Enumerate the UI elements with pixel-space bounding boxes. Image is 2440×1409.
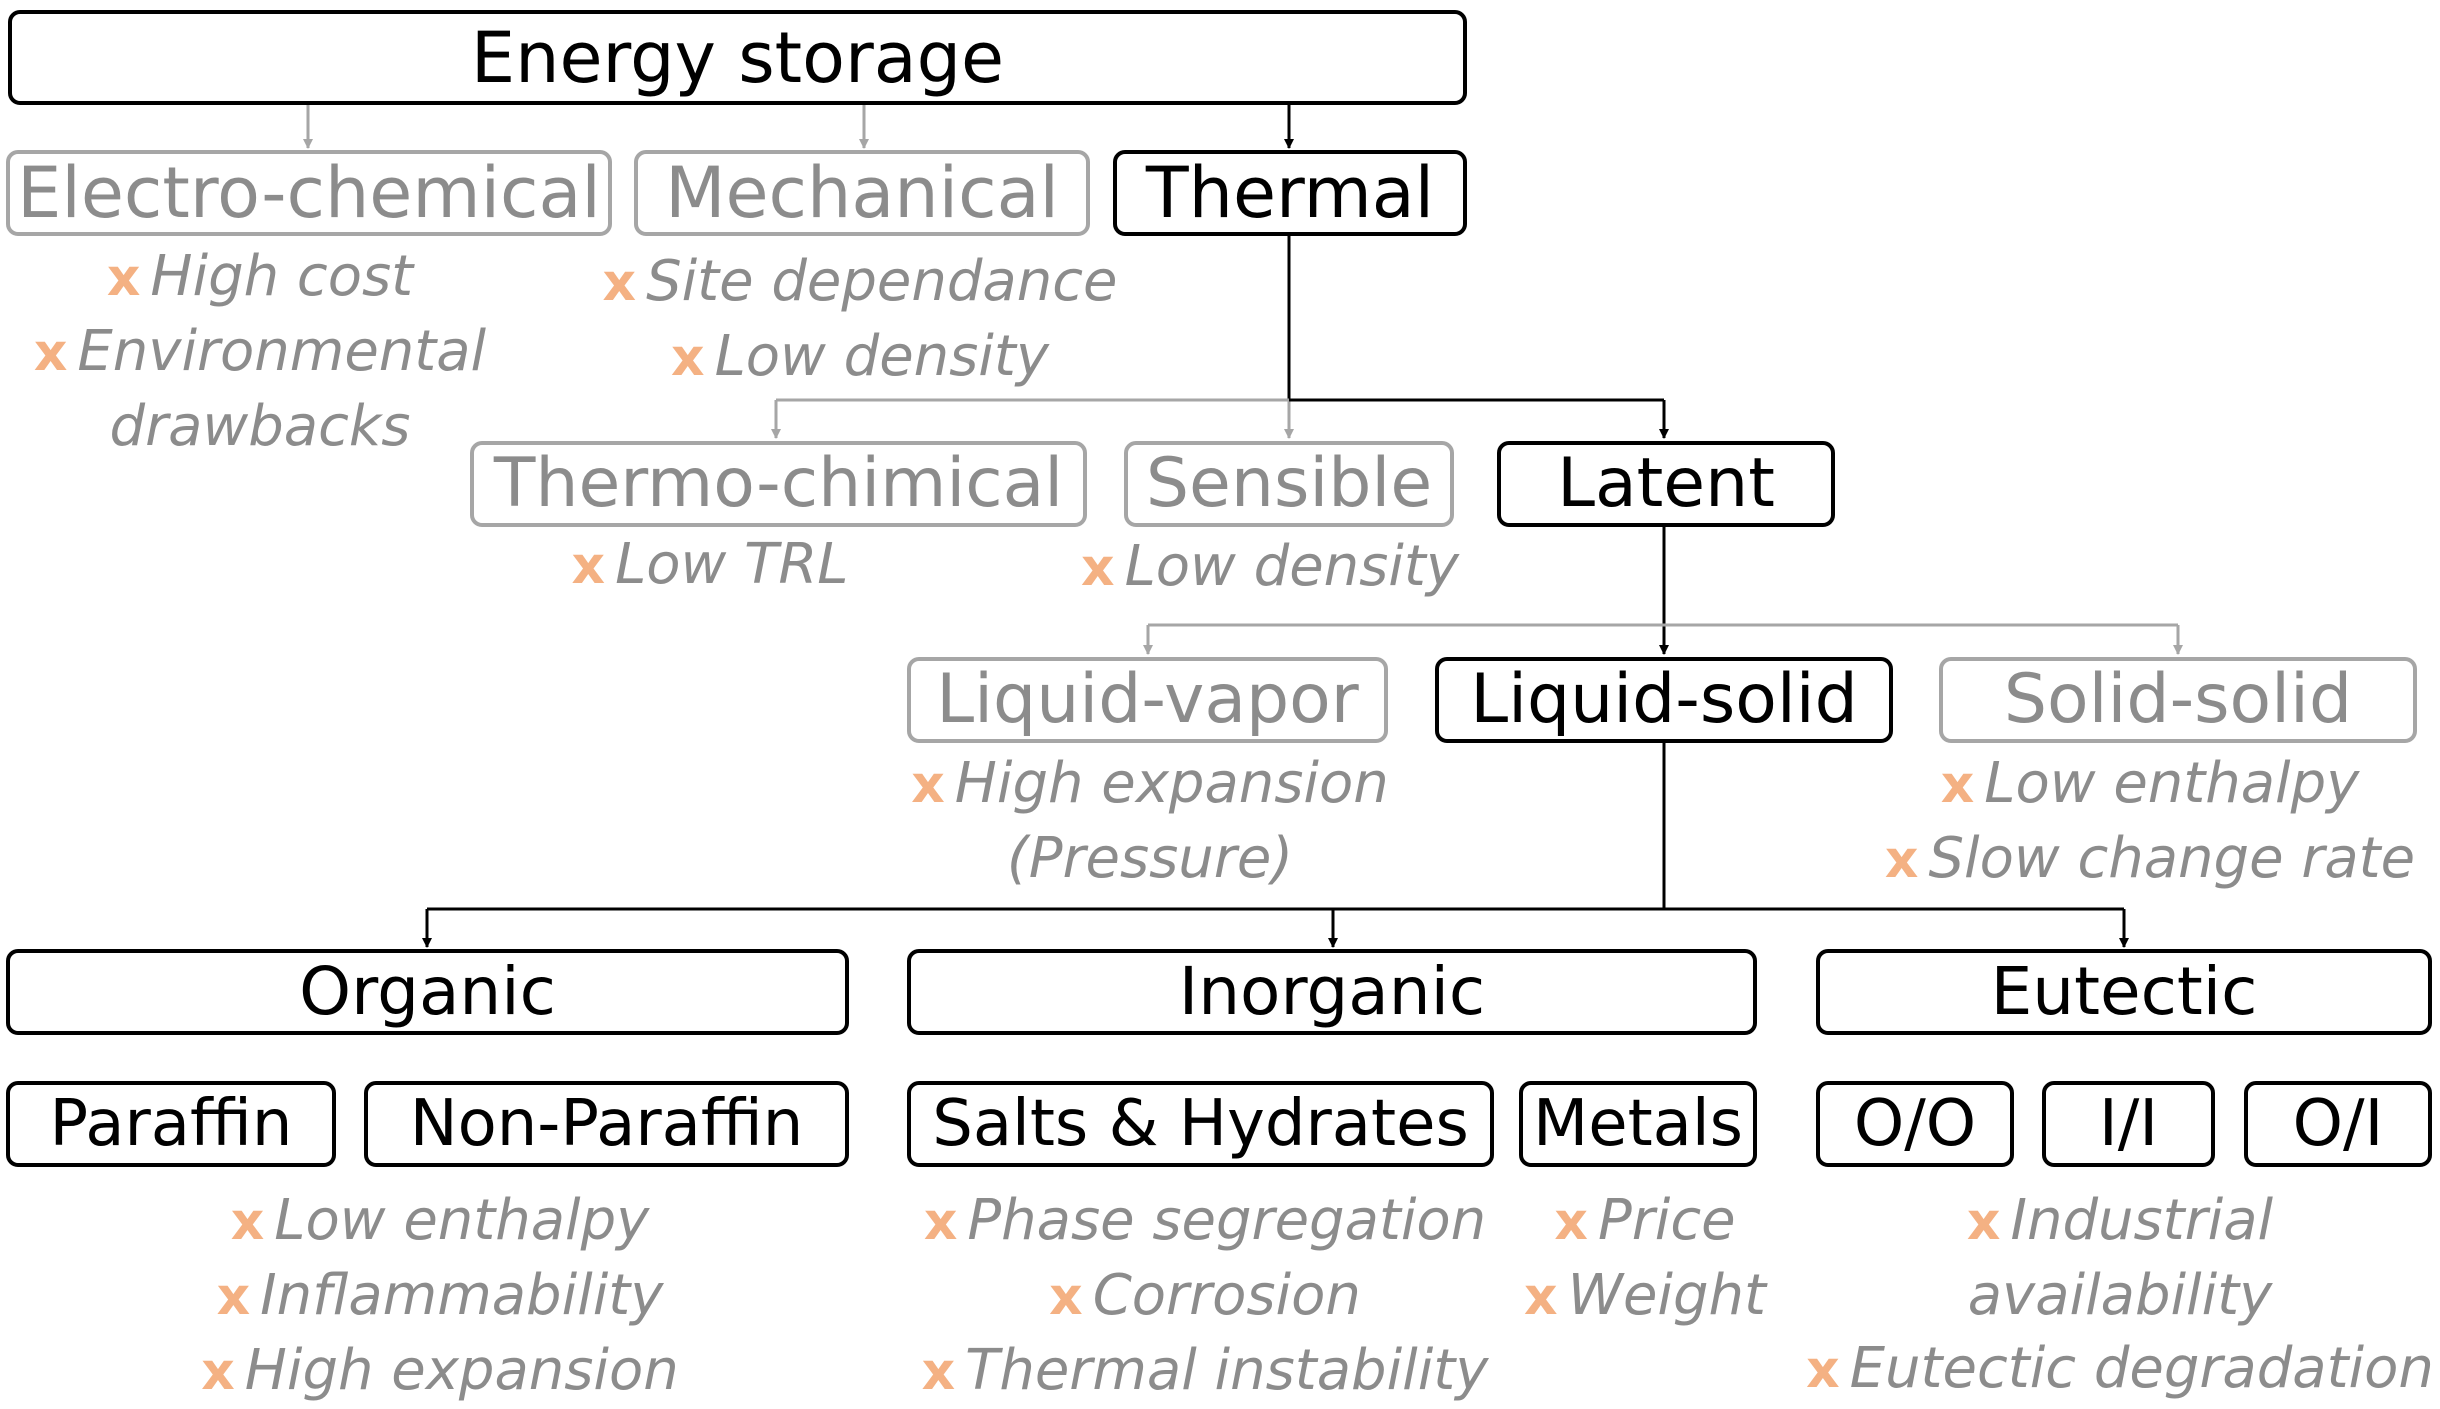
- drawback-text: Phase segregation: [967, 1188, 1487, 1253]
- node-paraffin: Paraffin: [6, 1081, 336, 1167]
- drawback-text: Low density: [714, 324, 1049, 389]
- node-salts-hydrates: Salts & Hydrates: [907, 1081, 1494, 1167]
- drawback-marker: x: [921, 1342, 956, 1402]
- node-sensible: Sensible: [1124, 441, 1454, 527]
- drawback-marker: x: [201, 1342, 235, 1402]
- drawback-text: Eutectic degradation: [1849, 1336, 2434, 1401]
- node-liquid-vapor: Liquid-vapor: [907, 657, 1388, 743]
- node-mechanical: Mechanical: [634, 150, 1090, 236]
- drawback-text: High expansion: [244, 1338, 679, 1403]
- drawback-marker: x: [1524, 1267, 1558, 1327]
- drawback-text: Weight: [1567, 1263, 1766, 1328]
- node-organic: Organic: [6, 949, 849, 1035]
- node-latent: Latent: [1497, 441, 1835, 527]
- drawback-marker: x: [923, 1192, 958, 1252]
- drawback-text: High cost: [150, 244, 414, 309]
- drawback-text-continued: drawbacks: [109, 394, 411, 459]
- drawback-marker: x: [571, 536, 606, 596]
- drawback-marker: x: [230, 1192, 265, 1252]
- drawback-text: Industrial: [2010, 1188, 2274, 1253]
- node-metals: Metals: [1519, 1081, 1757, 1167]
- drawback-marker: x: [1554, 1192, 1588, 1252]
- node-thermo-chimical: Thermo-chimical: [470, 441, 1087, 527]
- drawback-text: Site dependance: [646, 249, 1118, 314]
- node-energy-storage: Energy storage: [8, 10, 1467, 105]
- drawback-text: Inflammability: [260, 1263, 664, 1328]
- drawback-marker: x: [671, 328, 705, 388]
- drawback-text: High expansion: [954, 751, 1389, 816]
- node-non-paraffin: Non-Paraffin: [364, 1081, 849, 1167]
- drawback-text: Slow change rate: [1928, 826, 2416, 891]
- drawback-text-continued: availability: [1967, 1263, 2273, 1328]
- drawback-text: Low TRL: [615, 532, 849, 597]
- drawback-text: Low enthalpy: [1984, 751, 2360, 816]
- drawback-marker: x: [106, 248, 141, 308]
- node-i-i: I/I: [2042, 1081, 2215, 1167]
- drawback-marker: x: [602, 253, 637, 313]
- node-thermal: Thermal: [1113, 150, 1467, 236]
- drawback-text: Price: [1597, 1188, 1736, 1253]
- node-electro-chemical: Electro-chemical: [6, 150, 612, 236]
- node-liquid-solid: Liquid-solid: [1435, 657, 1893, 743]
- node-o-i: O/I: [2244, 1081, 2432, 1167]
- drawback-text: Environmental: [77, 319, 487, 384]
- drawback-text-continued: (Pressure): [1006, 826, 1294, 891]
- drawback-marker: x: [1966, 1192, 2001, 1252]
- drawback-text: Corrosion: [1092, 1263, 1361, 1328]
- drawback-marker: x: [33, 323, 68, 383]
- node-solid-solid: Solid-solid: [1939, 657, 2417, 743]
- node-inorganic: Inorganic: [907, 949, 1757, 1035]
- drawback-marker: x: [1884, 830, 1919, 890]
- drawback-text: Thermal instability: [965, 1338, 1489, 1403]
- drawback-marker: x: [911, 755, 945, 815]
- drawback-text: Low enthalpy: [274, 1188, 650, 1253]
- drawback-marker: x: [1940, 755, 1975, 815]
- node-eutectic: Eutectic: [1816, 949, 2432, 1035]
- drawback-text: Low density: [1124, 534, 1459, 599]
- drawback-marker: x: [1081, 538, 1115, 598]
- drawback-marker: x: [1049, 1267, 1083, 1327]
- drawback-marker: x: [216, 1267, 251, 1327]
- node-o-o: O/O: [1816, 1081, 2014, 1167]
- drawback-marker: x: [1806, 1340, 1840, 1400]
